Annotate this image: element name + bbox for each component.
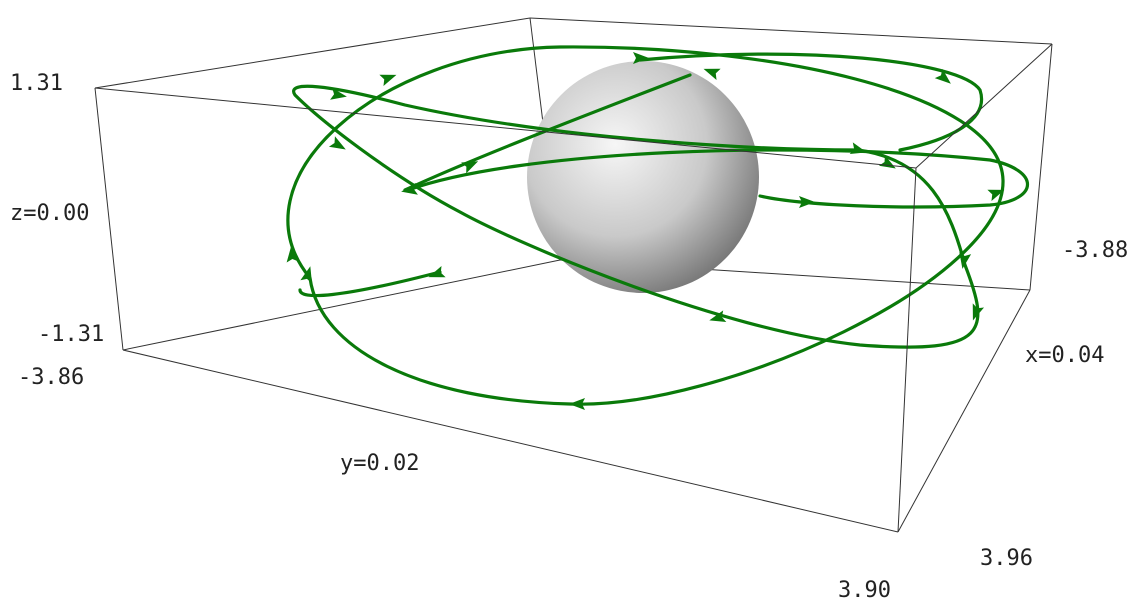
direction-arrow-16 xyxy=(799,196,815,208)
direction-arrow-5 xyxy=(401,182,418,195)
direction-arrow-4 xyxy=(461,161,479,174)
z-mid-label: z=0.00 xyxy=(10,201,89,226)
direction-arrows xyxy=(286,52,1005,410)
direction-arrow-14 xyxy=(934,68,951,84)
orbit-segment-cross xyxy=(403,73,692,192)
direction-arrow-19 xyxy=(972,303,985,321)
direction-arrow-10 xyxy=(569,398,585,410)
orbit-segment-right xyxy=(638,52,984,152)
orbit-segment-inner xyxy=(406,148,1030,209)
orbit-segment-outer xyxy=(286,45,1005,406)
orbit-segment-upper xyxy=(292,84,980,349)
direction-arrow-3 xyxy=(330,87,347,100)
x-mid-label: x=0.04 xyxy=(1025,343,1104,368)
bounding-box-front xyxy=(94,43,1053,533)
direction-arrow-2 xyxy=(379,74,397,87)
central-sphere xyxy=(527,61,759,293)
x-max-label: 3.96 xyxy=(980,546,1033,571)
direction-arrow-6 xyxy=(328,136,346,150)
direction-arrow-11 xyxy=(709,310,727,322)
y-min-label: -3.86 xyxy=(18,365,84,390)
direction-arrow-8 xyxy=(300,266,312,284)
direction-arrow-18 xyxy=(959,252,972,269)
z-min-label: -1.31 xyxy=(38,322,104,347)
direction-arrow-17 xyxy=(703,68,721,81)
direction-arrow-9 xyxy=(428,265,446,278)
z-max-label: 1.31 xyxy=(10,71,63,96)
y-max-label: 3.90 xyxy=(838,578,891,603)
direction-arrow-1 xyxy=(633,52,649,64)
y-mid-label: y=0.02 xyxy=(340,451,419,476)
orbit-segment-tail xyxy=(298,270,442,298)
direction-arrow-15 xyxy=(987,189,1005,202)
orbit-trajectory xyxy=(286,45,1030,406)
direction-arrow-12 xyxy=(849,142,867,154)
axis-labels: 1.31 z=0.00 -1.31 -3.86 y=0.02 3.90 -3.8… xyxy=(10,71,1128,603)
direction-arrow-7 xyxy=(286,246,299,263)
x-min-label: -3.88 xyxy=(1062,238,1128,263)
